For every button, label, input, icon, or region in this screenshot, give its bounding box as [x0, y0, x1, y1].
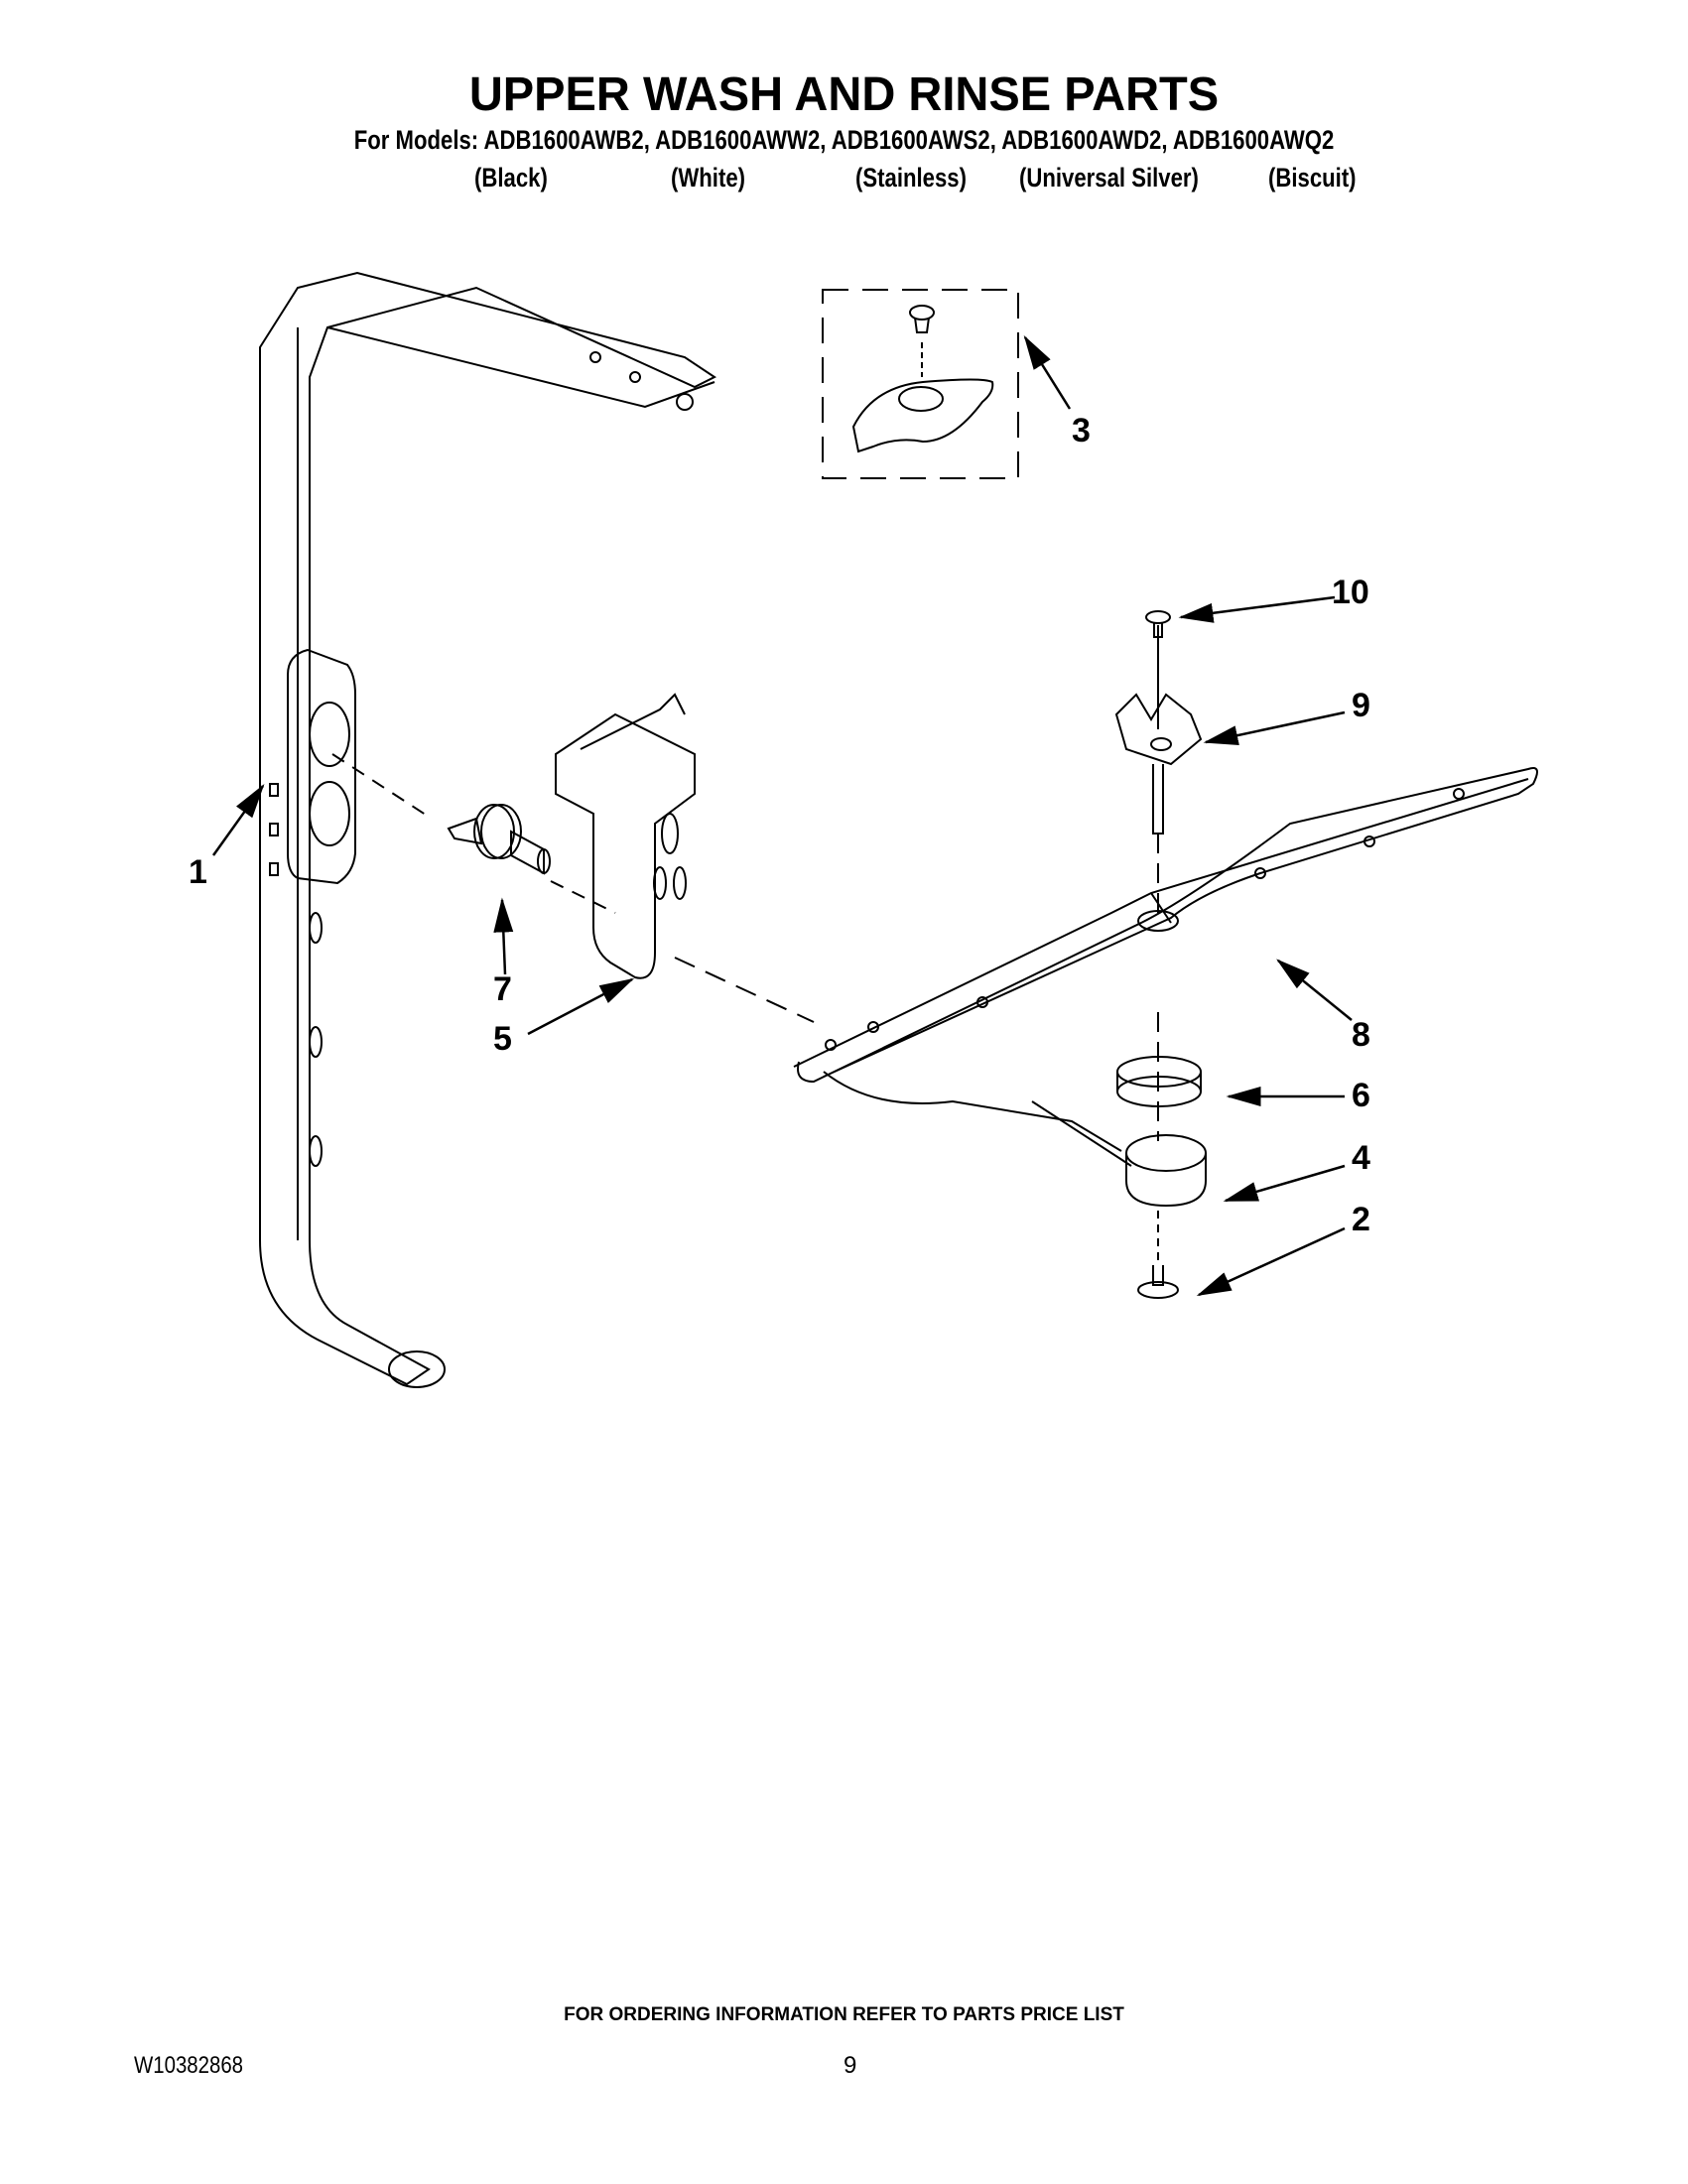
- callout-1: 1: [189, 853, 207, 891]
- callout-7: 7: [493, 970, 512, 1008]
- document-number: W10382868: [134, 2052, 244, 2079]
- callout-3: 3: [1072, 412, 1091, 450]
- supply-tube-drawing: [259, 271, 716, 1388]
- color-black: (Black): [474, 163, 548, 193]
- bracket-drawing: [555, 693, 696, 979]
- valve-connector-drawing: [447, 804, 551, 875]
- ordering-note: FOR ORDERING INFORMATION REFER TO PARTS …: [564, 2004, 1124, 2025]
- deflector-drawing: [851, 305, 994, 453]
- callout-2: 2: [1352, 1201, 1370, 1238]
- page-number: 9: [844, 2052, 857, 2079]
- callout-4: 4: [1352, 1139, 1370, 1177]
- color-stainless: (Stainless): [855, 163, 967, 193]
- color-biscuit: (Biscuit): [1268, 163, 1357, 193]
- mount-drawing: [1114, 693, 1203, 835]
- color-universal-silver: (Universal Silver): [1019, 163, 1199, 193]
- callout-10: 10: [1332, 574, 1369, 611]
- spray-arm-drawing: [793, 767, 1538, 1084]
- color-white: (White): [671, 163, 746, 193]
- seal-ring-drawing: [1116, 1056, 1202, 1107]
- manifold-drawing: [823, 1071, 1207, 1208]
- callout-8: 8: [1352, 1016, 1370, 1054]
- models-line: For Models: ADB1600AWB2, ADB1600AWW2, AD…: [353, 125, 1335, 155]
- callout-6: 6: [1352, 1077, 1370, 1114]
- page-title: UPPER WASH AND RINSE PARTS: [468, 68, 1220, 121]
- callout-5: 5: [493, 1020, 512, 1058]
- callout-9: 9: [1352, 687, 1370, 724]
